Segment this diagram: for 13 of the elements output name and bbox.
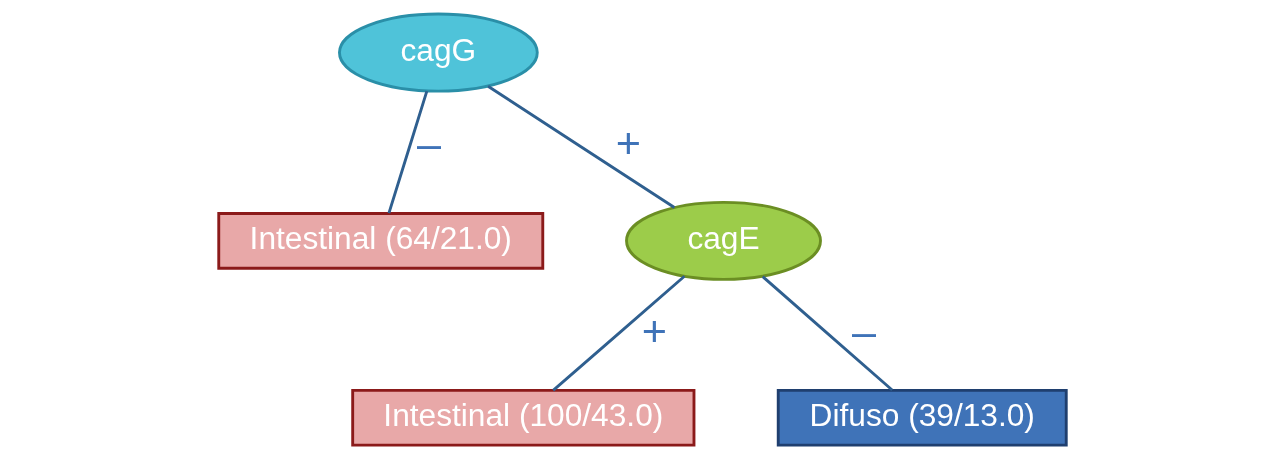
edge-label: + xyxy=(615,118,642,167)
node-box: Difuso (39/13.0) xyxy=(776,388,1068,447)
edge-label: + xyxy=(641,306,667,355)
node-box: Intestinal (100/43.0) xyxy=(351,388,696,447)
connector xyxy=(387,90,429,214)
connector xyxy=(487,85,676,209)
node-ellipse: cagG xyxy=(338,12,539,93)
edge-label: – xyxy=(416,118,442,167)
connector xyxy=(761,275,894,392)
edge-label: – xyxy=(851,306,876,355)
node-ellipse: cagE xyxy=(625,200,822,281)
connector xyxy=(552,275,686,392)
node-box: Intestinal (64/21.0) xyxy=(217,212,545,270)
